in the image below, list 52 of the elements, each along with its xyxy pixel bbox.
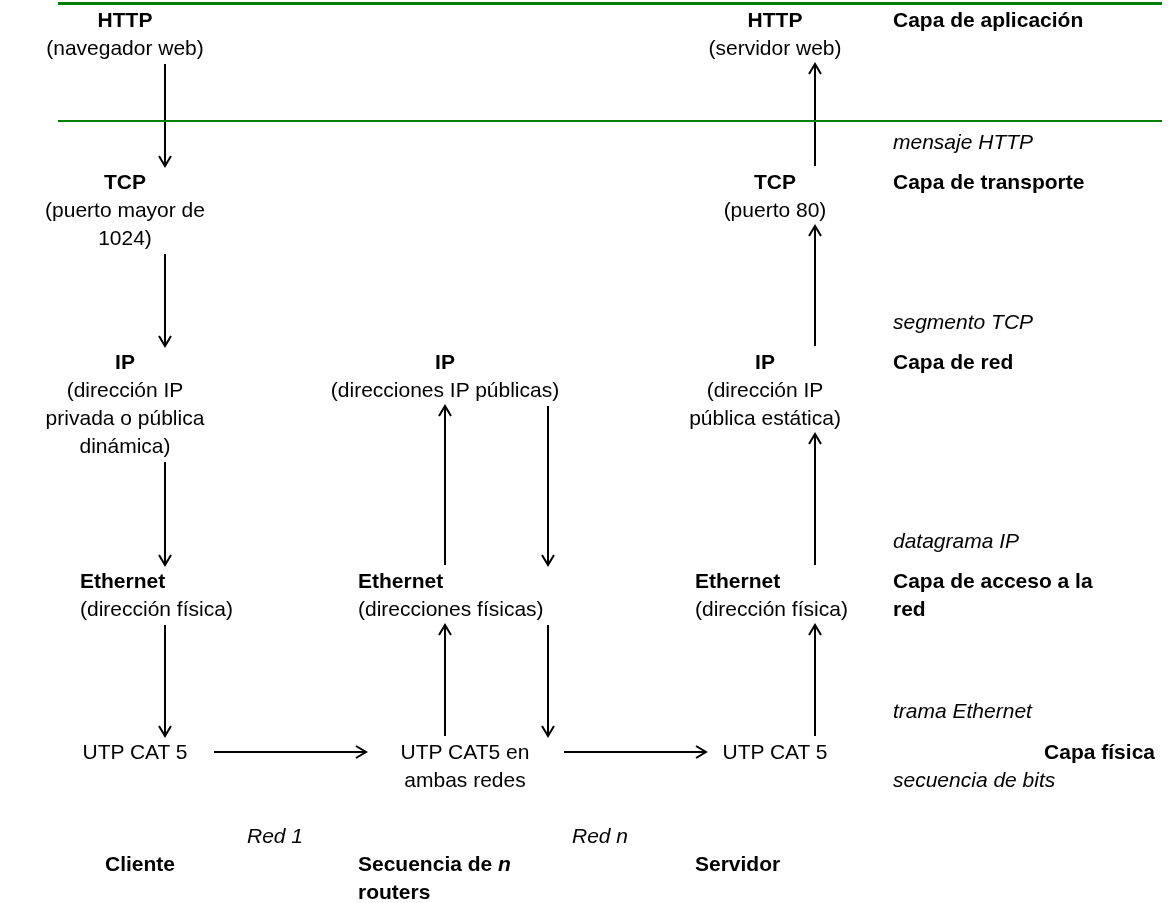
- layer-detail: (puerto mayor de 1024): [44, 197, 206, 251]
- data-unit-label: mensaje HTTP: [893, 129, 1035, 155]
- layer-detail: UTP CAT 5: [721, 739, 829, 765]
- layer-label: Capa de red: [893, 349, 1015, 375]
- layer-protocol: Ethernet: [695, 568, 782, 594]
- layer-detail: (direcciones físicas): [358, 596, 545, 622]
- layer-protocol: IP: [434, 349, 456, 375]
- arrow: [438, 624, 452, 737]
- arrow: [213, 745, 367, 759]
- layer-protocol: HTTP: [746, 7, 804, 33]
- layer-label: Capa física: [1043, 739, 1155, 765]
- layer-label: Secuencia de n routers: [358, 851, 512, 903]
- layer-detail: (dirección física): [80, 596, 234, 622]
- arrow: [158, 461, 172, 566]
- arrow: [158, 63, 172, 167]
- layer-detail: (direcciones IP públicas): [330, 377, 560, 403]
- data-unit-label: trama Ethernet: [893, 698, 1034, 724]
- arrow: [808, 433, 822, 566]
- arrow: [438, 405, 452, 566]
- arrow: [541, 405, 555, 566]
- layer-protocol: TCP: [753, 169, 797, 195]
- layer-detail: (dirección física): [695, 596, 849, 622]
- layer-protocol: TCP: [103, 169, 147, 195]
- layer-label: Servidor: [695, 851, 782, 877]
- arrow: [541, 624, 555, 737]
- arrow: [808, 624, 822, 737]
- data-unit-label: Red n: [572, 823, 630, 849]
- layer-detail: (dirección IP pública estática): [688, 377, 842, 431]
- arrow: [158, 253, 172, 347]
- layer-label: Capa de transporte: [893, 169, 1086, 195]
- layer-detail: (puerto 80): [722, 197, 828, 223]
- layer-label: Capa de acceso a la red: [893, 568, 1093, 622]
- layer-detail: (dirección IP privada o pública dinámica): [44, 377, 206, 459]
- layer-label: Capa de aplicación: [893, 7, 1085, 33]
- layer-protocol: Ethernet: [358, 568, 445, 594]
- arrow: [158, 624, 172, 737]
- layer-detail: UTP CAT5 en ambas redes: [399, 739, 531, 793]
- layer-detail: UTP CAT 5: [81, 739, 189, 765]
- layer-protocol: HTTP: [96, 7, 154, 33]
- data-unit-label: datagrama IP: [893, 528, 1021, 554]
- layer-label: Cliente: [105, 851, 176, 877]
- data-unit-label: Red 1: [247, 823, 305, 849]
- arrow: [808, 225, 822, 347]
- arrow: [808, 63, 822, 167]
- layer-protocol: Ethernet: [80, 568, 167, 594]
- data-unit-label: secuencia de bits: [893, 767, 1057, 793]
- layer-detail: (servidor web): [707, 35, 843, 61]
- layer-protocol: IP: [114, 349, 136, 375]
- data-unit-label: segmento TCP: [893, 309, 1035, 335]
- layer-protocol: IP: [754, 349, 776, 375]
- arrow: [563, 745, 707, 759]
- layer-detail: (navegador web): [45, 35, 205, 61]
